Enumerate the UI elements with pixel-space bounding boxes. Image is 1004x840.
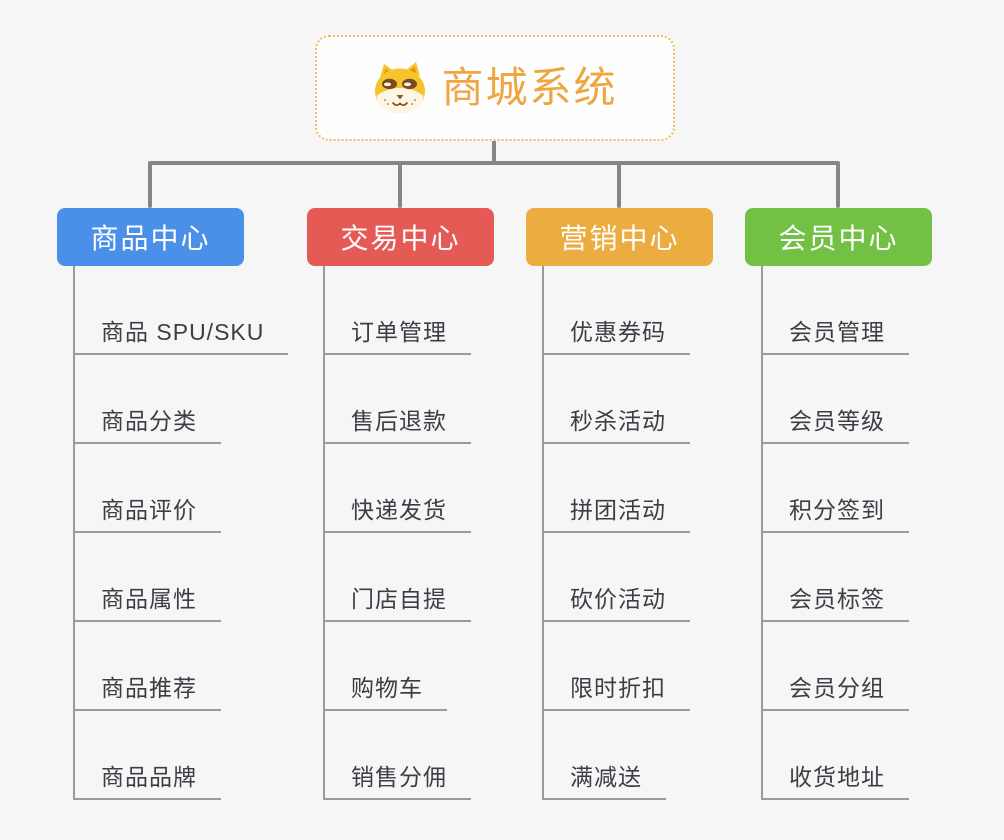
- branch-label: 营销中心: [559, 223, 680, 254]
- branch-items-product-center: 商品 SPU/SKU 商品分类 商品评价 商品属性 商品推荐 商品品牌: [73, 266, 289, 800]
- branch-trade-center: 交易中心 订单管理 售后退款 快递发货 门店自提 购物车 销售分佣: [307, 208, 494, 800]
- branch-header-member-center[interactable]: 会员中心: [745, 208, 932, 266]
- node-label: 限时折扣: [570, 674, 666, 701]
- node-label: 商品属性: [101, 585, 197, 612]
- root-node[interactable]: 商城系统: [315, 35, 675, 141]
- node-label: 砍价活动: [570, 585, 666, 612]
- node-label: 门店自提: [351, 585, 447, 612]
- node-item[interactable]: 会员管理: [761, 266, 909, 355]
- node-item[interactable]: 秒杀活动: [542, 355, 690, 444]
- node-item[interactable]: 商品属性: [73, 533, 221, 622]
- node-label: 售后退款: [351, 407, 447, 434]
- branch-label: 商品中心: [90, 223, 211, 254]
- node-label: 商品分类: [101, 407, 197, 434]
- node-item[interactable]: 砍价活动: [542, 533, 690, 622]
- node-label: 会员等级: [789, 407, 885, 434]
- node-item[interactable]: 会员分组: [761, 622, 909, 711]
- node-label: 会员分组: [789, 674, 885, 701]
- node-label: 购物车: [351, 674, 423, 701]
- node-label: 商品 SPU/SKU: [101, 318, 265, 345]
- branch-label: 会员中心: [778, 223, 899, 254]
- node-item[interactable]: 拼团活动: [542, 444, 690, 533]
- node-item[interactable]: 会员标签: [761, 533, 909, 622]
- branch-items-member-center: 会员管理 会员等级 积分签到 会员标签 会员分组 收货地址: [761, 266, 909, 800]
- node-item[interactable]: 快递发货: [323, 444, 471, 533]
- node-item[interactable]: 限时折扣: [542, 622, 690, 711]
- node-label: 收货地址: [789, 763, 885, 790]
- branch-label: 交易中心: [340, 223, 461, 254]
- node-label: 拼团活动: [570, 496, 666, 523]
- branch-header-marketing-center[interactable]: 营销中心: [526, 208, 713, 266]
- dog-face-icon: [375, 62, 426, 114]
- connector-stub-product: [148, 163, 152, 208]
- node-label: 秒杀活动: [570, 407, 666, 434]
- connector-root-trunk: [492, 140, 496, 163]
- branch-member-center: 会员中心 会员管理 会员等级 积分签到 会员标签 会员分组 收货地址: [745, 208, 932, 800]
- root-title: 商城系统: [441, 64, 618, 111]
- node-item[interactable]: 积分签到: [761, 444, 909, 533]
- node-label: 商品评价: [101, 496, 197, 523]
- node-label: 商品品牌: [101, 763, 197, 790]
- connector-rail: [148, 161, 840, 165]
- node-item[interactable]: 售后退款: [323, 355, 471, 444]
- node-item[interactable]: 商品推荐: [73, 622, 221, 711]
- branch-items-marketing-center: 优惠券码 秒杀活动 拼团活动 砍价活动 限时折扣 满减送: [542, 266, 690, 800]
- node-item[interactable]: 满减送: [542, 711, 666, 800]
- node-label: 满减送: [570, 763, 642, 790]
- branch-product-center: 商品中心 商品 SPU/SKU 商品分类 商品评价 商品属性 商品推荐 商品品牌: [57, 208, 289, 800]
- node-label: 商品推荐: [101, 674, 197, 701]
- connector-stub-member: [836, 163, 840, 208]
- node-item[interactable]: 商品评价: [73, 444, 221, 533]
- node-item[interactable]: 订单管理: [323, 266, 471, 355]
- node-item[interactable]: 会员等级: [761, 355, 909, 444]
- node-item[interactable]: 销售分佣: [323, 711, 471, 800]
- node-label: 销售分佣: [351, 763, 447, 790]
- node-item[interactable]: 门店自提: [323, 533, 471, 622]
- node-label: 优惠券码: [570, 318, 666, 345]
- node-item[interactable]: 商品品牌: [73, 711, 221, 800]
- node-label: 订单管理: [351, 318, 447, 345]
- branch-header-trade-center[interactable]: 交易中心: [307, 208, 494, 266]
- node-label: 会员标签: [789, 585, 885, 612]
- node-item[interactable]: 商品 SPU/SKU: [73, 266, 289, 355]
- branch-header-product-center[interactable]: 商品中心: [57, 208, 244, 266]
- node-item[interactable]: 购物车: [323, 622, 447, 711]
- node-item[interactable]: 商品分类: [73, 355, 221, 444]
- branch-items-trade-center: 订单管理 售后退款 快递发货 门店自提 购物车 销售分佣: [323, 266, 471, 800]
- connector-stub-trade: [398, 163, 402, 208]
- connector-stub-marketing: [617, 163, 621, 208]
- branch-marketing-center: 营销中心 优惠券码 秒杀活动 拼团活动 砍价活动 限时折扣 满减送: [526, 208, 713, 800]
- node-item[interactable]: 收货地址: [761, 711, 909, 800]
- node-label: 会员管理: [789, 318, 885, 345]
- node-label: 快递发货: [351, 496, 447, 523]
- node-item[interactable]: 优惠券码: [542, 266, 690, 355]
- node-label: 积分签到: [789, 496, 885, 523]
